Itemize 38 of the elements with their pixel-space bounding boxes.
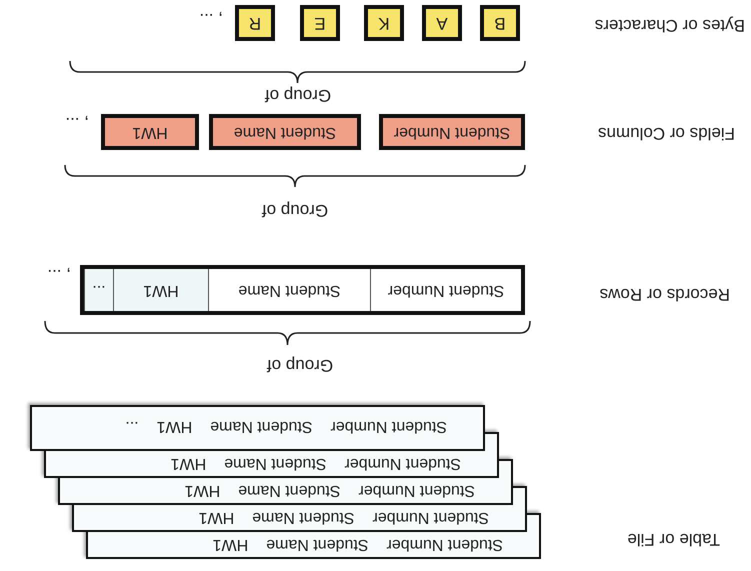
column-heading: Student Number	[372, 508, 489, 526]
column-heading: Student Number	[386, 535, 503, 553]
column-heading: HW1	[198, 508, 234, 526]
character-tile: A	[422, 5, 462, 41]
column-heading: Student Name	[266, 535, 368, 553]
record-field: HW1	[113, 269, 208, 311]
group-label: Group of	[266, 355, 334, 375]
row-label: Fields or Columns	[598, 123, 735, 143]
table-sheet	[30, 405, 485, 451]
group-label: Group of	[264, 85, 332, 105]
continuation-mark: , ...	[65, 113, 89, 133]
row-label: Records or Rows	[600, 284, 730, 304]
character-tile: K	[364, 5, 404, 41]
continuation-mark: , ...	[199, 9, 223, 29]
column-heading: Student Number	[330, 417, 447, 435]
group-label: Group of	[262, 200, 328, 220]
column-heading: Student Number	[344, 454, 461, 472]
column-heading: Student Number	[358, 481, 475, 499]
column-heading: Student Name	[224, 454, 326, 472]
record-field: ...	[84, 269, 113, 311]
field-box: Student Name	[209, 114, 361, 150]
column-heading: ...	[125, 417, 139, 435]
column-heading: Student Name	[210, 417, 312, 435]
column-heading: HW1	[212, 535, 248, 553]
row-label: Bytes or Characters	[594, 15, 745, 35]
character-tile: B	[480, 5, 520, 41]
column-heading: HW1	[170, 454, 206, 472]
field-box: HW1	[101, 114, 199, 150]
field-box: Student Number	[379, 114, 525, 150]
column-heading: HW1	[156, 417, 192, 435]
continuation-mark: , ...	[47, 265, 71, 285]
record-row	[80, 265, 525, 315]
column-heading: HW1	[184, 481, 220, 499]
column-heading: Student Name	[238, 481, 340, 499]
character-tile: R	[235, 5, 275, 41]
character-tile: E	[300, 5, 340, 41]
column-heading: Student Name	[252, 508, 354, 526]
row-label: Table or File	[627, 529, 720, 549]
